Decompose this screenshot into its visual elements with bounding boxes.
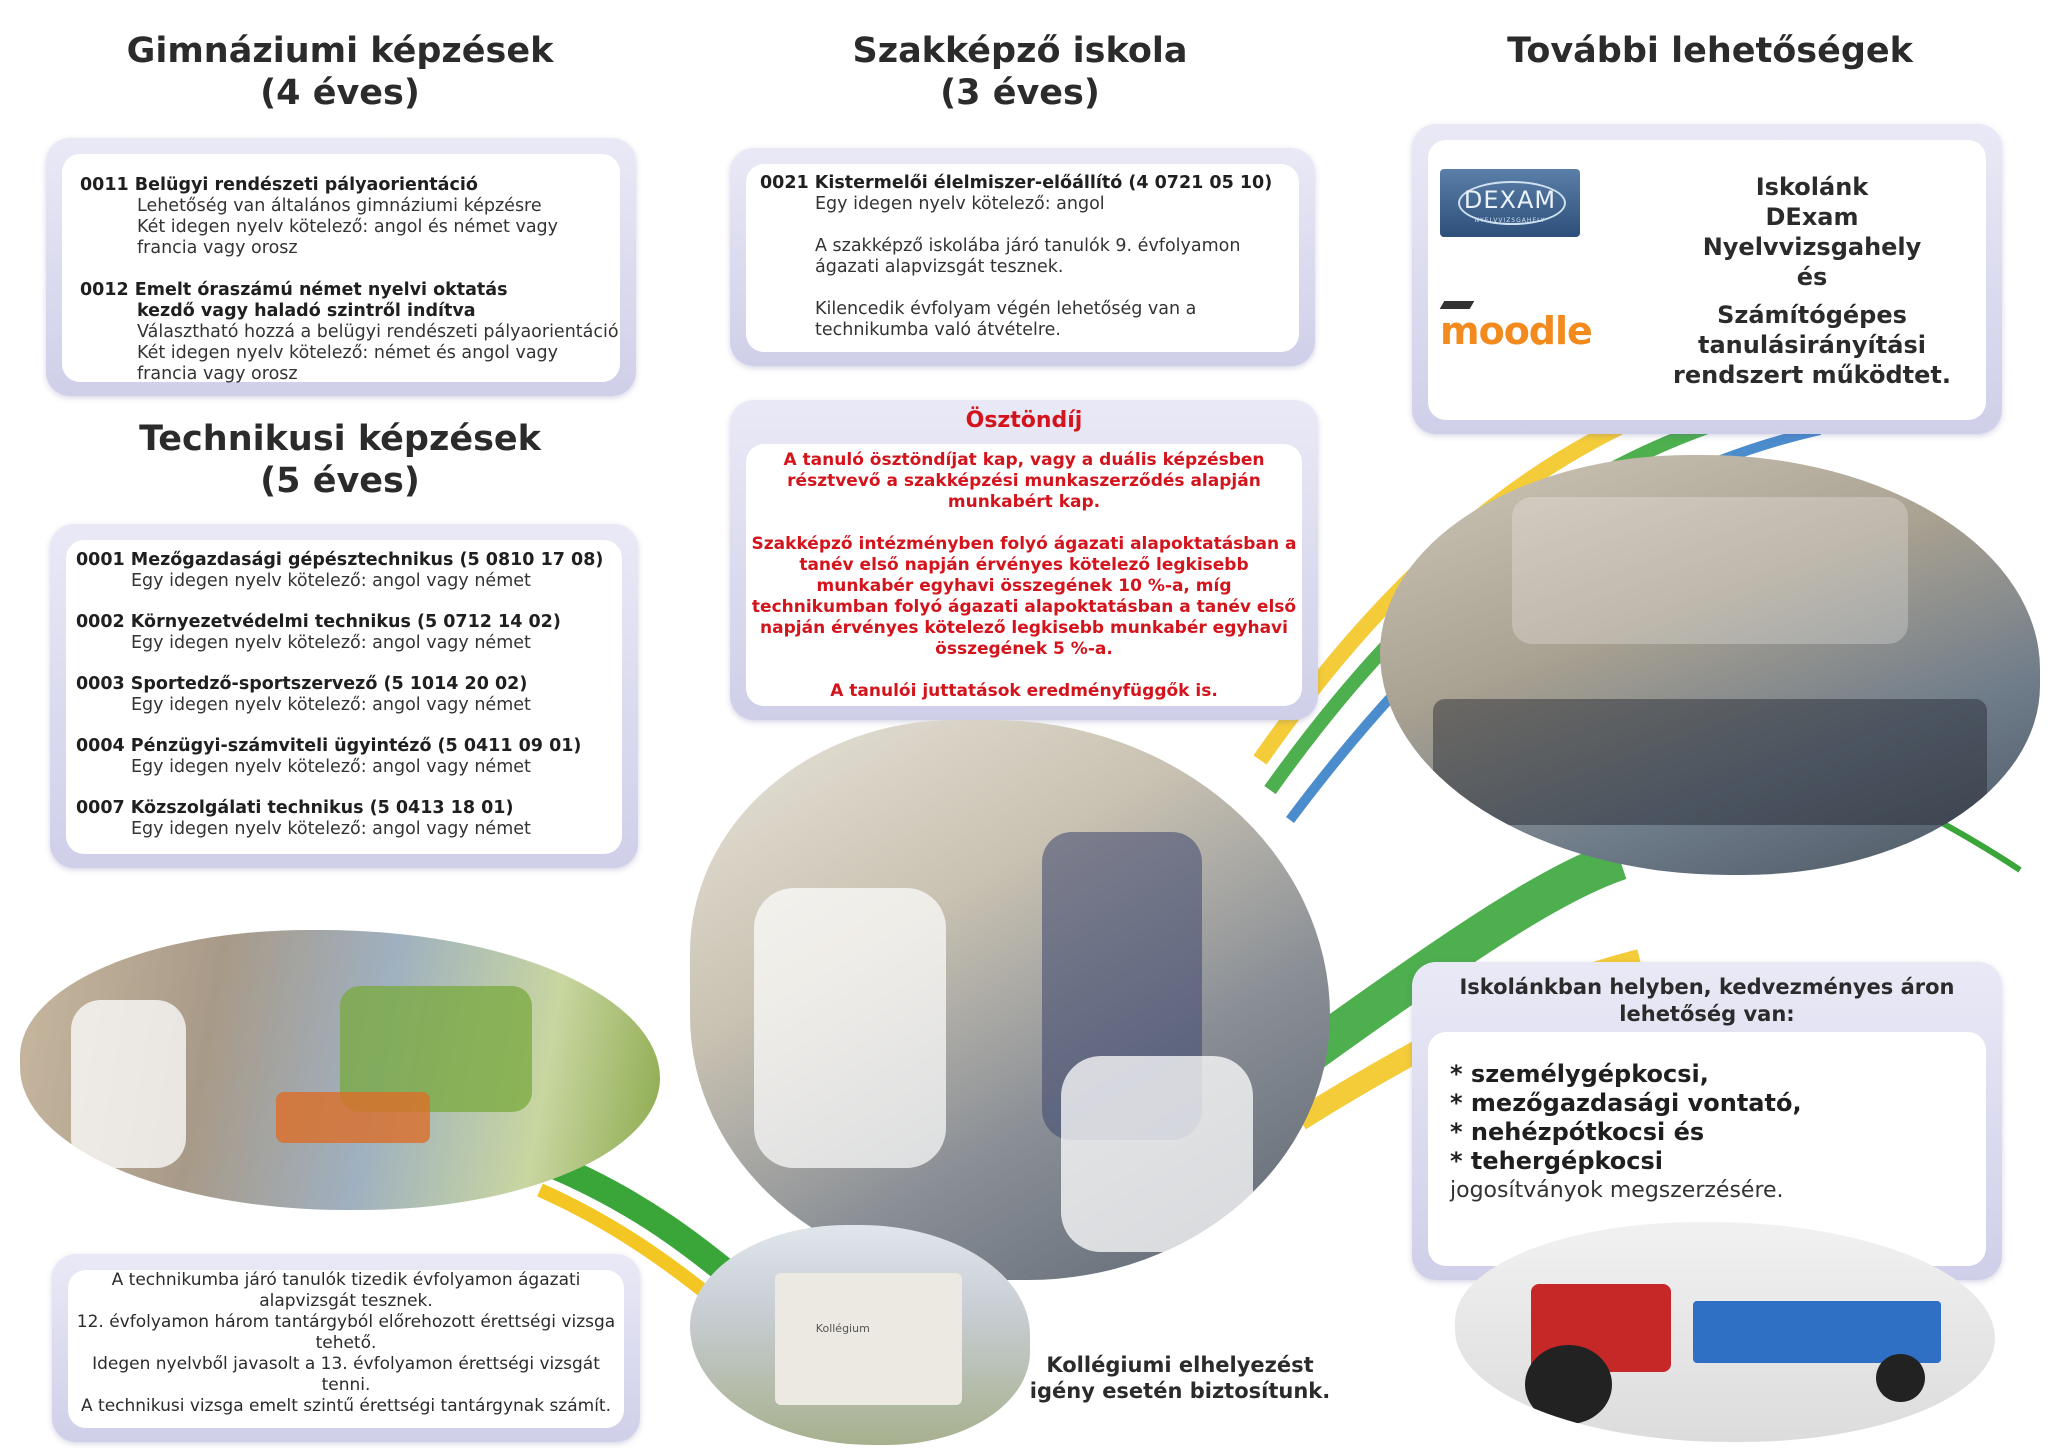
jogositvany-list: * személygépkocsi, * mezőgazdasági vonta… [1450,1060,1802,1203]
tech-item-0001: 0001 Mezőgazdasági gépésztechnikus (5 08… [76,550,604,591]
tov-title: További lehetőségek [1507,31,1913,71]
osztondij-text: A tanuló ösztöndíjat kap, vagy a duális … [751,450,1297,701]
kollegium-caption: Kollégiumi elhelyezést igény esetén bizt… [1029,1353,1331,1403]
tech-title: Technikusi képzések (5 éves) [139,419,541,501]
moodle-logo: moodle [1439,301,1593,353]
tech-item-0002: 0002 Környezetvédelmi technikus (5 0712 … [76,612,561,653]
szak-item-0021: 0021 Kistermelői élelmiszer-előállító (4… [760,173,1273,340]
gimn-item-0011: 0011 Belügyi rendészeti pályaorientáció … [80,175,559,258]
tractor-photo [1455,1222,1995,1442]
erettsegi-card: A technikumba járó tanulók tizedik évfol… [52,1254,640,1442]
classroom-photo [1380,455,2040,875]
szak-card: 0021 Kistermelői élelmiszer-előállító (4… [730,148,1315,366]
gimn-card: 0011 Belügyi rendészeti pályaorientáció … [46,138,636,396]
sport-harvester-photo [20,930,660,1210]
osztondij-card: Ösztöndíj A tanuló ösztöndíjat kap, vagy… [730,400,1318,720]
szak-title: Szakképző iskola (3 éves) [852,31,1188,113]
tech-item-0004: 0004 Pénzügyi-számviteli ügyintéző (5 04… [76,736,582,777]
dexam-logo: DEXAM NYELVVIZSGAHELY [1440,169,1580,237]
gimn-item-0012: 0012 Emelt óraszámú német nyelvi oktatás… [80,280,619,384]
erettsegi-text: A technikumba járó tanulók tizedik évfol… [76,1270,616,1416]
lab-photo [690,720,1330,1280]
kollegium-photo: Kollégium [690,1225,1030,1445]
tov-text: Iskolánk DExam Nyelvvizsgahely és Számít… [1673,173,1951,389]
tech-item-0007: 0007 Közszolgálati technikus (5 0413 18 … [76,798,531,839]
jogositvany-title: Iskolánkban helyben, kedvezményes áron l… [1459,975,1955,1026]
tov-card: DEXAM NYELVVIZSGAHELY moodle Iskolánk DE… [1412,124,2002,434]
graduation-cap-icon [1439,301,1475,309]
tech-card: 0001 Mezőgazdasági gépésztechnikus (5 08… [50,524,638,868]
gimn-title: Gimnáziumi képzések (4 éves) [126,31,554,113]
tech-item-0003: 0003 Sportedző-sportszervező (5 1014 20 … [76,674,531,715]
osztondij-title: Ösztöndíj [965,408,1083,433]
